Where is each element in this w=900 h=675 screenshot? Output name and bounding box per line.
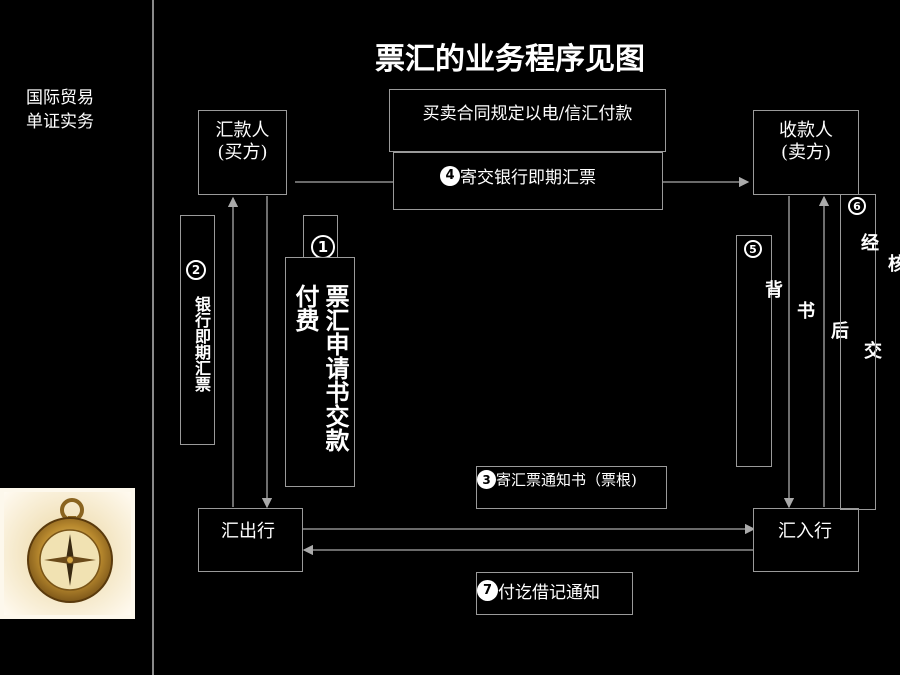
sidebar-divider xyxy=(152,0,154,675)
step4-box: 4 寄交银行即期汇票 xyxy=(393,152,663,210)
step4-content: 4 寄交银行即期汇票 xyxy=(440,163,596,188)
step7-box: 7 付讫借记通知 xyxy=(476,572,633,615)
remitting-bank-box: 汇出行 xyxy=(198,508,303,572)
sidebar-title-line2: 单证实务 xyxy=(26,112,94,132)
paying-bank-label: 汇入行 xyxy=(778,521,832,542)
compass-image xyxy=(0,488,135,619)
remitting-bank-label: 汇出行 xyxy=(221,521,275,542)
step2-label: 银行即期汇票 xyxy=(192,296,211,392)
step3-content: 3 寄汇票通知书（票根) xyxy=(477,469,637,490)
step4-number: 4 xyxy=(440,165,460,186)
step7-label: 付讫借记通知 xyxy=(498,583,600,603)
step3-number: 3 xyxy=(477,470,496,489)
step2-box: 2 银行即期汇票 xyxy=(180,215,215,445)
step1-label-line2: 票汇申请书交款 xyxy=(321,284,349,452)
step6-char-2: 核 xyxy=(888,254,900,275)
step6-char-1: 经 xyxy=(861,233,879,254)
contract-box: 买卖合同规定以电/信汇付款 xyxy=(389,89,666,152)
sidebar-title-line1: 国际贸易 xyxy=(26,88,94,108)
step2-number: 2 xyxy=(186,260,206,280)
step3-box: 3 寄汇票通知书（票根) xyxy=(476,466,667,509)
step4-label: 寄交银行即期汇票 xyxy=(460,168,596,188)
payee-label: 收款人 (卖方) xyxy=(779,119,833,163)
step1-label-line1: 付费 xyxy=(291,284,319,332)
step3-label: 寄汇票通知书（票根) xyxy=(496,471,637,489)
step5-box: 5 xyxy=(736,235,772,467)
page-title: 票汇的业务程序见图 xyxy=(375,42,645,77)
step1-box: 票汇申请书交款 付费 xyxy=(285,257,355,487)
paying-bank-box: 汇入行 xyxy=(753,508,859,572)
step1-number: 1 xyxy=(311,235,335,259)
sidebar: 国际贸易 单证实务 xyxy=(0,0,152,675)
step7-number: 7 xyxy=(477,580,498,601)
step5-char-2: 书 xyxy=(797,301,815,322)
step7-content: 7 付讫借记通知 xyxy=(477,578,600,603)
step6-number: 6 xyxy=(848,197,866,215)
step6-box: 6 xyxy=(840,194,876,510)
step5-number: 5 xyxy=(744,240,762,258)
step5-char-1: 背 xyxy=(765,280,783,301)
step5-char-4: 交 xyxy=(864,341,882,362)
sidebar-title: 国际贸易 单证实务 xyxy=(26,86,94,134)
remitter-box: 汇款人 (买方) xyxy=(198,110,287,195)
contract-label: 买卖合同规定以电/信汇付款 xyxy=(422,104,633,124)
payee-box: 收款人 (卖方) xyxy=(753,110,859,195)
remitter-label: 汇款人 (买方) xyxy=(215,119,270,163)
